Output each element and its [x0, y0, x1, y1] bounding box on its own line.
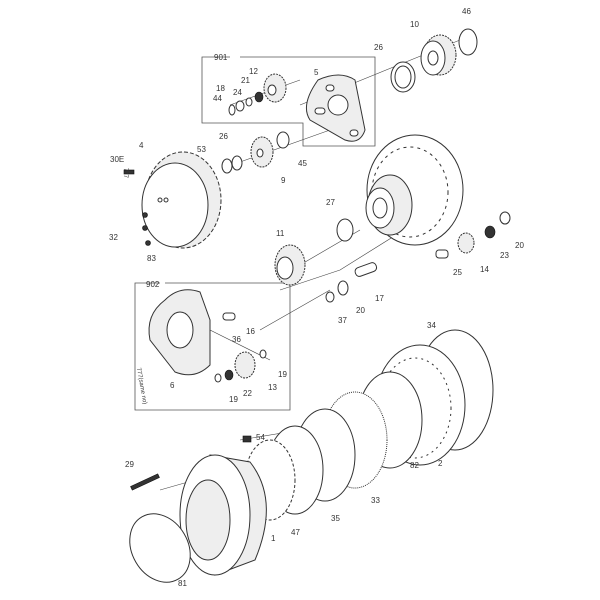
ring-19a — [259, 349, 267, 359]
callout: 20 — [356, 306, 365, 315]
callout: 17 — [375, 294, 384, 303]
bearing-23 — [484, 225, 496, 239]
callout: 18 — [216, 84, 225, 93]
callout: 1 — [271, 534, 276, 543]
bearing-21 — [254, 91, 264, 103]
callout: 47 — [291, 528, 300, 537]
callout: 9 — [281, 176, 286, 185]
callout: 24 — [233, 88, 242, 97]
callout: 6 — [170, 381, 175, 390]
plug-54 — [242, 435, 252, 443]
callout: 35 — [331, 514, 340, 523]
callout: 13 — [268, 383, 277, 392]
callout: 30E — [110, 155, 124, 164]
callout: 19 — [229, 395, 238, 404]
callout: 4 — [139, 141, 144, 150]
pin-17 — [354, 262, 378, 277]
callout: 22 — [243, 389, 252, 398]
spindle-hub — [365, 134, 464, 246]
callout: 19 — [278, 370, 287, 379]
washer-20b — [337, 280, 349, 296]
callout: 37 — [338, 316, 347, 325]
callout: 11 — [276, 229, 285, 238]
callout: 29 — [125, 460, 134, 469]
o-ring-81 — [129, 513, 191, 583]
callout: 12 — [249, 67, 258, 76]
plug-30e — [123, 169, 135, 175]
callout: 25 — [453, 268, 462, 277]
callout: 14 — [480, 265, 489, 274]
gear-14 — [457, 232, 475, 254]
callout: 36 — [232, 335, 241, 344]
callout: 26 — [219, 132, 228, 141]
callout: 53 — [197, 145, 206, 154]
ring-44 — [228, 104, 236, 116]
carrier-6 — [148, 289, 211, 376]
callout: 33 — [371, 496, 380, 505]
gear-10 — [420, 34, 457, 76]
gear-11 — [274, 244, 306, 286]
callout: 16 — [246, 327, 255, 336]
ring-45 — [276, 131, 290, 149]
assembly-901-box — [201, 56, 376, 147]
callout: 83 — [147, 254, 156, 263]
cover-4 — [141, 151, 222, 249]
callout: 44 — [213, 94, 222, 103]
callout: 10 — [410, 20, 419, 29]
side-note: 777(same no) — [135, 367, 147, 405]
ring-19b — [214, 373, 222, 383]
ring-26b — [231, 155, 243, 171]
ring-37 — [325, 291, 335, 303]
callout: 34 — [427, 321, 436, 330]
callout: 5 — [314, 68, 319, 77]
callout: 2 — [438, 459, 443, 468]
seal-27 — [336, 218, 354, 242]
callout: 21 — [241, 76, 250, 85]
assembly-901-label: 901 — [214, 53, 228, 62]
gear-12 — [263, 73, 287, 103]
gear-9 — [250, 136, 274, 168]
pin-16 — [222, 312, 236, 321]
assembly-902-box — [134, 282, 291, 411]
washer-18 — [235, 100, 245, 112]
housing-1 — [179, 454, 267, 576]
callout: 82 — [410, 461, 419, 470]
pin-25 — [435, 249, 449, 259]
bearing-22 — [224, 369, 234, 381]
callout: 26 — [374, 43, 383, 52]
bolt-29 — [130, 473, 160, 491]
callout: 32 — [109, 233, 118, 242]
callout: 45 — [298, 159, 307, 168]
callout: 46 — [462, 7, 471, 16]
callout: 20 — [515, 241, 524, 250]
assembly-902-label: 902 — [146, 280, 160, 289]
carrier-5 — [305, 74, 366, 142]
side-note: 777 — [122, 168, 128, 179]
ring-46 — [458, 28, 478, 56]
washer-20 — [499, 211, 511, 225]
callout: 23 — [500, 251, 509, 260]
callout: 81 — [178, 579, 187, 588]
ring-53 — [221, 158, 233, 174]
washer-24 — [245, 97, 253, 107]
callouts: 46 10 26 12 5 21 18 24 44 26 53 45 9 4 3… — [109, 7, 524, 588]
gear-13 — [234, 351, 256, 379]
callout: 54 — [256, 433, 265, 442]
callout: 27 — [326, 198, 335, 207]
